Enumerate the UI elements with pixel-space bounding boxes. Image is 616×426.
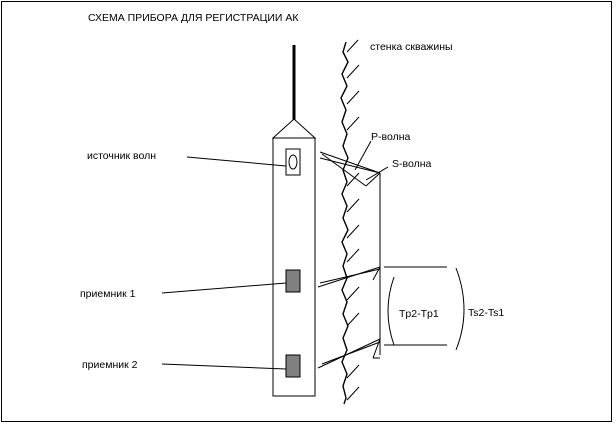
- receiver-2-label: приемник 2: [82, 359, 138, 371]
- wall-hatching: [346, 39, 360, 401]
- borehole-wall: [340, 41, 349, 405]
- diagram-title: СХЕМА ПРИБОРА ДЛЯ РЕГИСТРАЦИИ АК: [88, 12, 299, 24]
- source-rays: [319, 151, 381, 187]
- receiver-2: [285, 354, 301, 378]
- source-label: источник волн: [87, 150, 156, 162]
- borehole-wall-label: стенка скважины: [370, 41, 453, 53]
- s-wave-label: S-волна: [392, 158, 431, 170]
- tool-body: [272, 137, 316, 397]
- interval-lines: [384, 266, 447, 346]
- label-leaders: [161, 140, 389, 370]
- tool-head: [271, 118, 317, 139]
- receiver2-rays: [317, 338, 381, 369]
- receiver-1: [285, 269, 301, 293]
- ts-bracket: [455, 267, 465, 351]
- receiver1-rays: [317, 266, 381, 288]
- receiver-1-label: приемник 1: [80, 288, 136, 300]
- p-wave-label: Р-волна: [371, 131, 410, 143]
- ts-interval-label: Ts2-Ts1: [468, 307, 504, 319]
- tp-bracket: [387, 276, 395, 346]
- tp-interval-label: Tp2-Tp1: [399, 308, 439, 320]
- source-element: [288, 154, 298, 170]
